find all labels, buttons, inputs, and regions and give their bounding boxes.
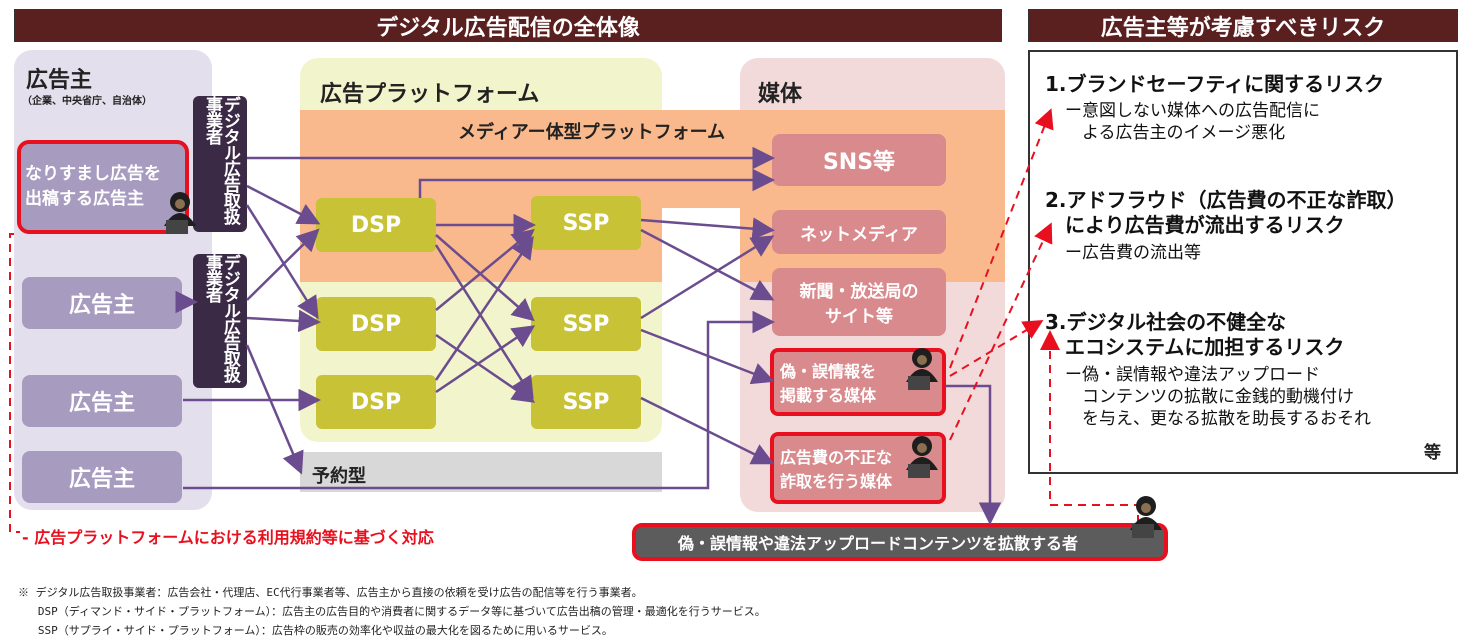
media-heading: 媒体 [758,82,803,107]
reserved-label: 予約型 [312,466,366,487]
dsp-node-2: DSP [316,297,436,351]
advertiser-subheading: （企業、中央省庁、自治体） [22,96,152,107]
advertiser-heading: 広告主 [26,68,93,93]
media-misinfo-label: 偽・誤情報を 掲載する媒体 [780,362,877,405]
advertiser-box-2: 広告主 [22,375,182,427]
advertiser-box-3: 広告主 [22,451,182,503]
risk-2-desc: ー広告費の流出等 [1065,243,1201,263]
spreader-box: 偽・誤情報や違法アップロードコンテンツを拡散する者 [632,523,1168,561]
media-sns: SNS等 [772,134,946,186]
media-fraud: 広告費の不正な 詐取を行う媒体 [770,432,946,504]
footnote-3: SSP（サプライ・サイド・プラットフォーム）：広告枠の販売の効率化や収益の最大化… [18,624,613,637]
risk-2-title: 2.アドフラウド（広告費の不正な詐取） により広告費が流出するリスク [1045,188,1407,237]
risk-3-desc: ー偽・誤情報や違法アップロード コンテンツの拡散に金銭的動機付け を与え、更なる… [1065,365,1371,430]
media-fraud-label: 広告費の不正な 詐取を行う媒体 [780,448,893,491]
agency-label-1: デジタル広告取扱事業者 [193,96,247,232]
media-net: ネットメディア [772,210,946,254]
dsp-node-1: DSP [316,198,436,252]
platform-heading: 広告プラットフォーム [320,82,540,107]
footnote-2: DSP（ディマンド・サイド・プラットフォーム）：広告主の広告目的や消費者に関する… [18,605,766,618]
media-integrated-label: メディアー体型プラットフォーム [458,122,726,143]
footnote-1: ※ デジタル広告取扱事業者：広告会社・代理店、EC代行事業者等、広告主から直接の… [18,586,643,599]
risk-title: 広告主等が考慮すべきリスク [1028,9,1458,42]
spoof-advertiser-box: なりすまし広告を 出稿する広告主 [17,140,189,234]
spoof-advertiser-label: なりすまし広告を 出稿する広告主 [25,163,161,210]
risk-1-title: 1.ブランドセーフティに関するリスク [1045,72,1385,96]
media-misinfo: 偽・誤情報を 掲載する媒体 [770,348,946,416]
band-right-cover [662,208,740,284]
terms-note: - 広告プラットフォームにおける利用規約等に基づく対応 [22,528,434,547]
agency-label-2: デジタル広告取扱事業者 [193,254,247,388]
arrow-agency2-reserved [245,344,304,475]
media-news: 新聞・放送局の サイト等 [772,268,946,336]
advertiser-box-1: 広告主 [22,277,182,329]
main-title: デジタル広告配信の全体像 [14,9,1002,42]
spreader-label: 偽・誤情報や違法アップロードコンテンツを拡散する者 [678,534,1079,553]
risk-1-desc: ー意図しない媒体への広告配信に よる広告主のイメージ悪化 [1065,101,1320,144]
media-news-label: 新聞・放送局の サイト等 [799,282,919,327]
ssp-node-3: SSP [531,375,641,429]
risk-3-title: 3.デジタル社会の不健全な エコシステムに加担するリスク [1045,310,1345,359]
risk-etc: 等 [1424,443,1441,463]
ssp-node-1: SSP [531,196,641,250]
ssp-node-2: SSP [531,297,641,351]
dsp-node-3: DSP [316,375,436,429]
